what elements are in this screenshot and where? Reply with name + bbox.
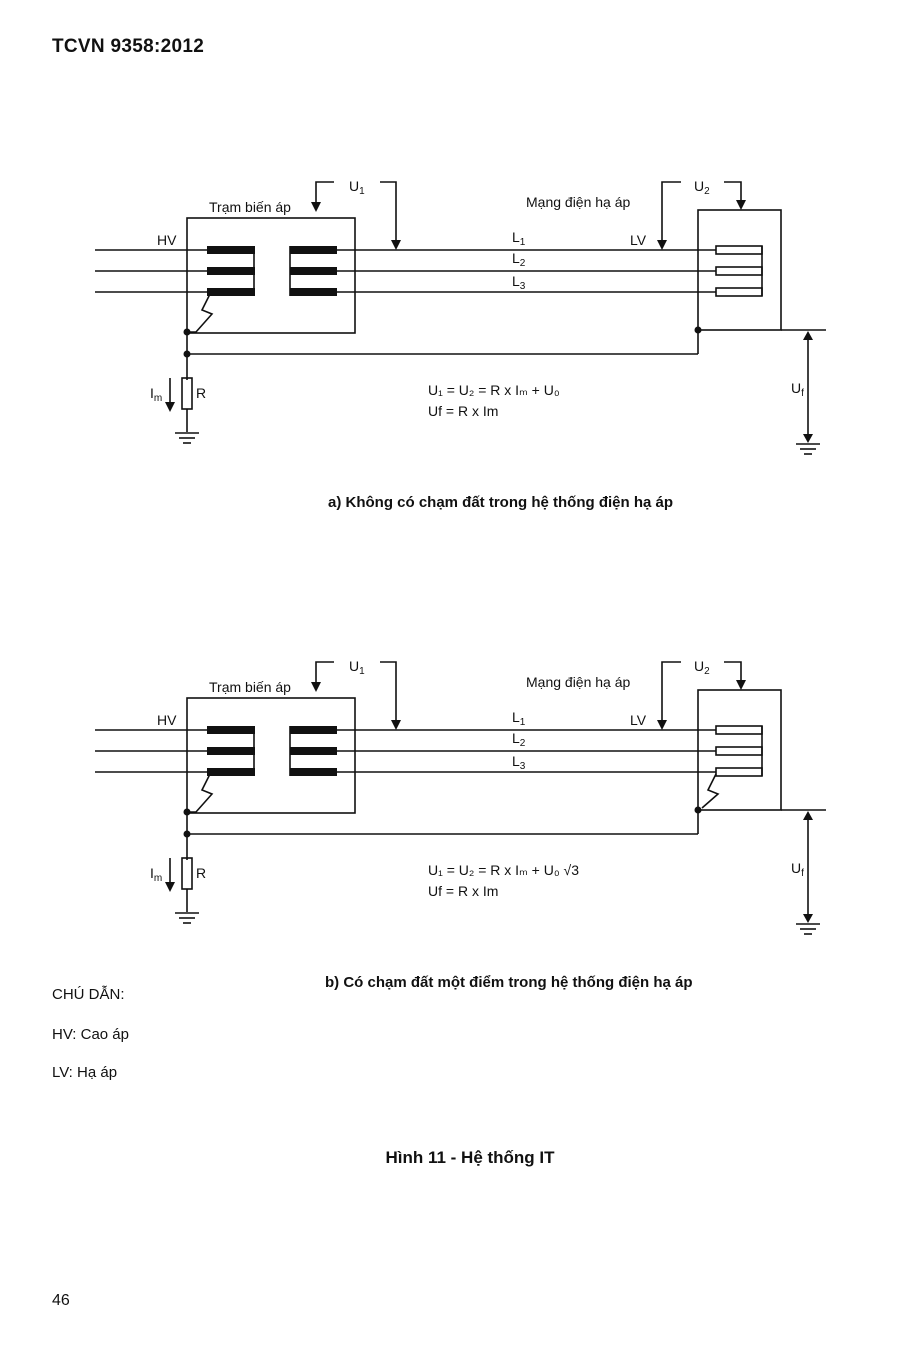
junction-dot	[183, 808, 191, 816]
uf-arrow-top	[803, 331, 813, 340]
lv-label: LV	[630, 712, 647, 728]
substation-box	[186, 697, 356, 814]
equation-voltage: U₁ = U₂ = R x Iₘ + U₀	[428, 382, 560, 398]
equation-touch-voltage: Uf = R x Im	[428, 403, 498, 419]
u2-bracket	[724, 181, 742, 204]
u2-bracket	[724, 661, 742, 684]
page-number: 46	[52, 1292, 70, 1309]
lv-label: LV	[630, 232, 647, 248]
hv-lv-fault-symbol	[187, 773, 214, 813]
primary-winding-2	[207, 747, 255, 755]
u1-bracket	[315, 661, 334, 686]
uf-arrow-bottom	[803, 434, 813, 443]
load-winding-3	[715, 767, 763, 777]
resistor-r	[181, 857, 193, 890]
document-header: TCVN 9358:2012	[52, 36, 205, 57]
uf-arrow-top	[803, 811, 813, 820]
lv-fault-symbol	[701, 773, 720, 809]
substation-label: Trạm biến áp	[209, 679, 291, 695]
secondary-winding-1	[290, 726, 337, 734]
primary-winding-1	[207, 726, 255, 734]
u2-label: U2	[694, 658, 710, 677]
junction-dot	[183, 350, 191, 358]
substation-box	[186, 217, 356, 334]
lv-equipment-box	[697, 209, 782, 331]
r-label: R	[196, 385, 206, 401]
uf-arrow-bottom	[803, 914, 813, 923]
u1-bracket	[380, 661, 397, 724]
primary-winding-1	[207, 246, 255, 254]
im-label: Im	[150, 385, 162, 404]
junction-dot	[694, 326, 702, 334]
u1-bracket	[380, 181, 397, 244]
primary-winding-2	[207, 267, 255, 275]
junction-dot	[694, 806, 702, 814]
u2-arrow-head	[736, 200, 746, 210]
lv-network-label: Mạng điện hạ áp	[526, 674, 631, 690]
junction-dot	[183, 328, 191, 336]
legend-lv: LV: Hạ áp	[52, 1064, 118, 1081]
load-winding-2	[715, 266, 763, 276]
resistor-r	[181, 377, 193, 410]
u2-bracket	[661, 661, 681, 724]
legend-hv: HV: Cao áp	[52, 1026, 129, 1043]
substation-label: Trạm biến áp	[209, 199, 291, 215]
l2-label: L2	[512, 730, 526, 749]
equation-touch-voltage: Uf = R x Im	[428, 883, 498, 899]
u1-arrow-head	[311, 202, 321, 212]
u1-bracket	[315, 181, 334, 206]
lv-network-label: Mạng điện hạ áp	[526, 194, 631, 210]
u2-arrow-head	[736, 680, 746, 690]
im-arrow-head	[165, 882, 175, 892]
lv-equipment-box	[697, 689, 782, 811]
figure-title: Hình 11 - Hệ thống IT	[385, 1148, 555, 1167]
uf-label: Uf	[791, 380, 804, 399]
primary-winding-3	[207, 288, 255, 296]
u2-arrow-head	[657, 720, 667, 730]
l2-label: L2	[512, 250, 526, 269]
caption-a: a) Không có chạm đất trong hệ thống điện…	[328, 494, 673, 511]
u1-label: U1	[349, 658, 365, 677]
u2-arrow-head	[657, 240, 667, 250]
im-arrow-head	[165, 402, 175, 412]
caption-b: b) Có chạm đất một điểm trong hệ thống đ…	[325, 974, 693, 991]
u1-label: U1	[349, 178, 365, 197]
load-winding-3	[715, 287, 763, 297]
u2-label: U2	[694, 178, 710, 197]
hv-label: HV	[157, 232, 177, 248]
diagram-b: Trạm biến áp Mạng điện hạ áp HV LV U1 U2L1L2L…	[95, 658, 826, 935]
l3-label: L3	[512, 273, 526, 292]
diagram-a: Trạm biến áp Mạng điện hạ áp HV LV U1 U2L1L2L…	[95, 178, 826, 455]
u1-arrow-head	[391, 720, 401, 730]
load-winding-2	[715, 746, 763, 756]
primary-winding-3	[207, 768, 255, 776]
secondary-winding-2	[290, 267, 337, 275]
hv-lv-fault-symbol	[187, 293, 214, 333]
l1-label: L1	[512, 229, 526, 248]
legend-title: CHÚ DẪN:	[52, 986, 125, 1003]
secondary-winding-3	[290, 768, 337, 776]
l1-label: L1	[512, 709, 526, 728]
u1-arrow-head	[311, 682, 321, 692]
load-winding-1	[715, 245, 763, 255]
im-label: Im	[150, 865, 162, 884]
u2-bracket	[661, 181, 681, 244]
load-winding-1	[715, 725, 763, 735]
secondary-winding-1	[290, 246, 337, 254]
uf-label: Uf	[791, 860, 804, 879]
secondary-winding-3	[290, 288, 337, 296]
u1-arrow-head	[391, 240, 401, 250]
hv-label: HV	[157, 712, 177, 728]
r-label: R	[196, 865, 206, 881]
l3-label: L3	[512, 753, 526, 772]
junction-dot	[183, 830, 191, 838]
equation-voltage: U₁ = U₂ = R x Iₘ + U₀ √3	[428, 862, 579, 878]
secondary-winding-2	[290, 747, 337, 755]
